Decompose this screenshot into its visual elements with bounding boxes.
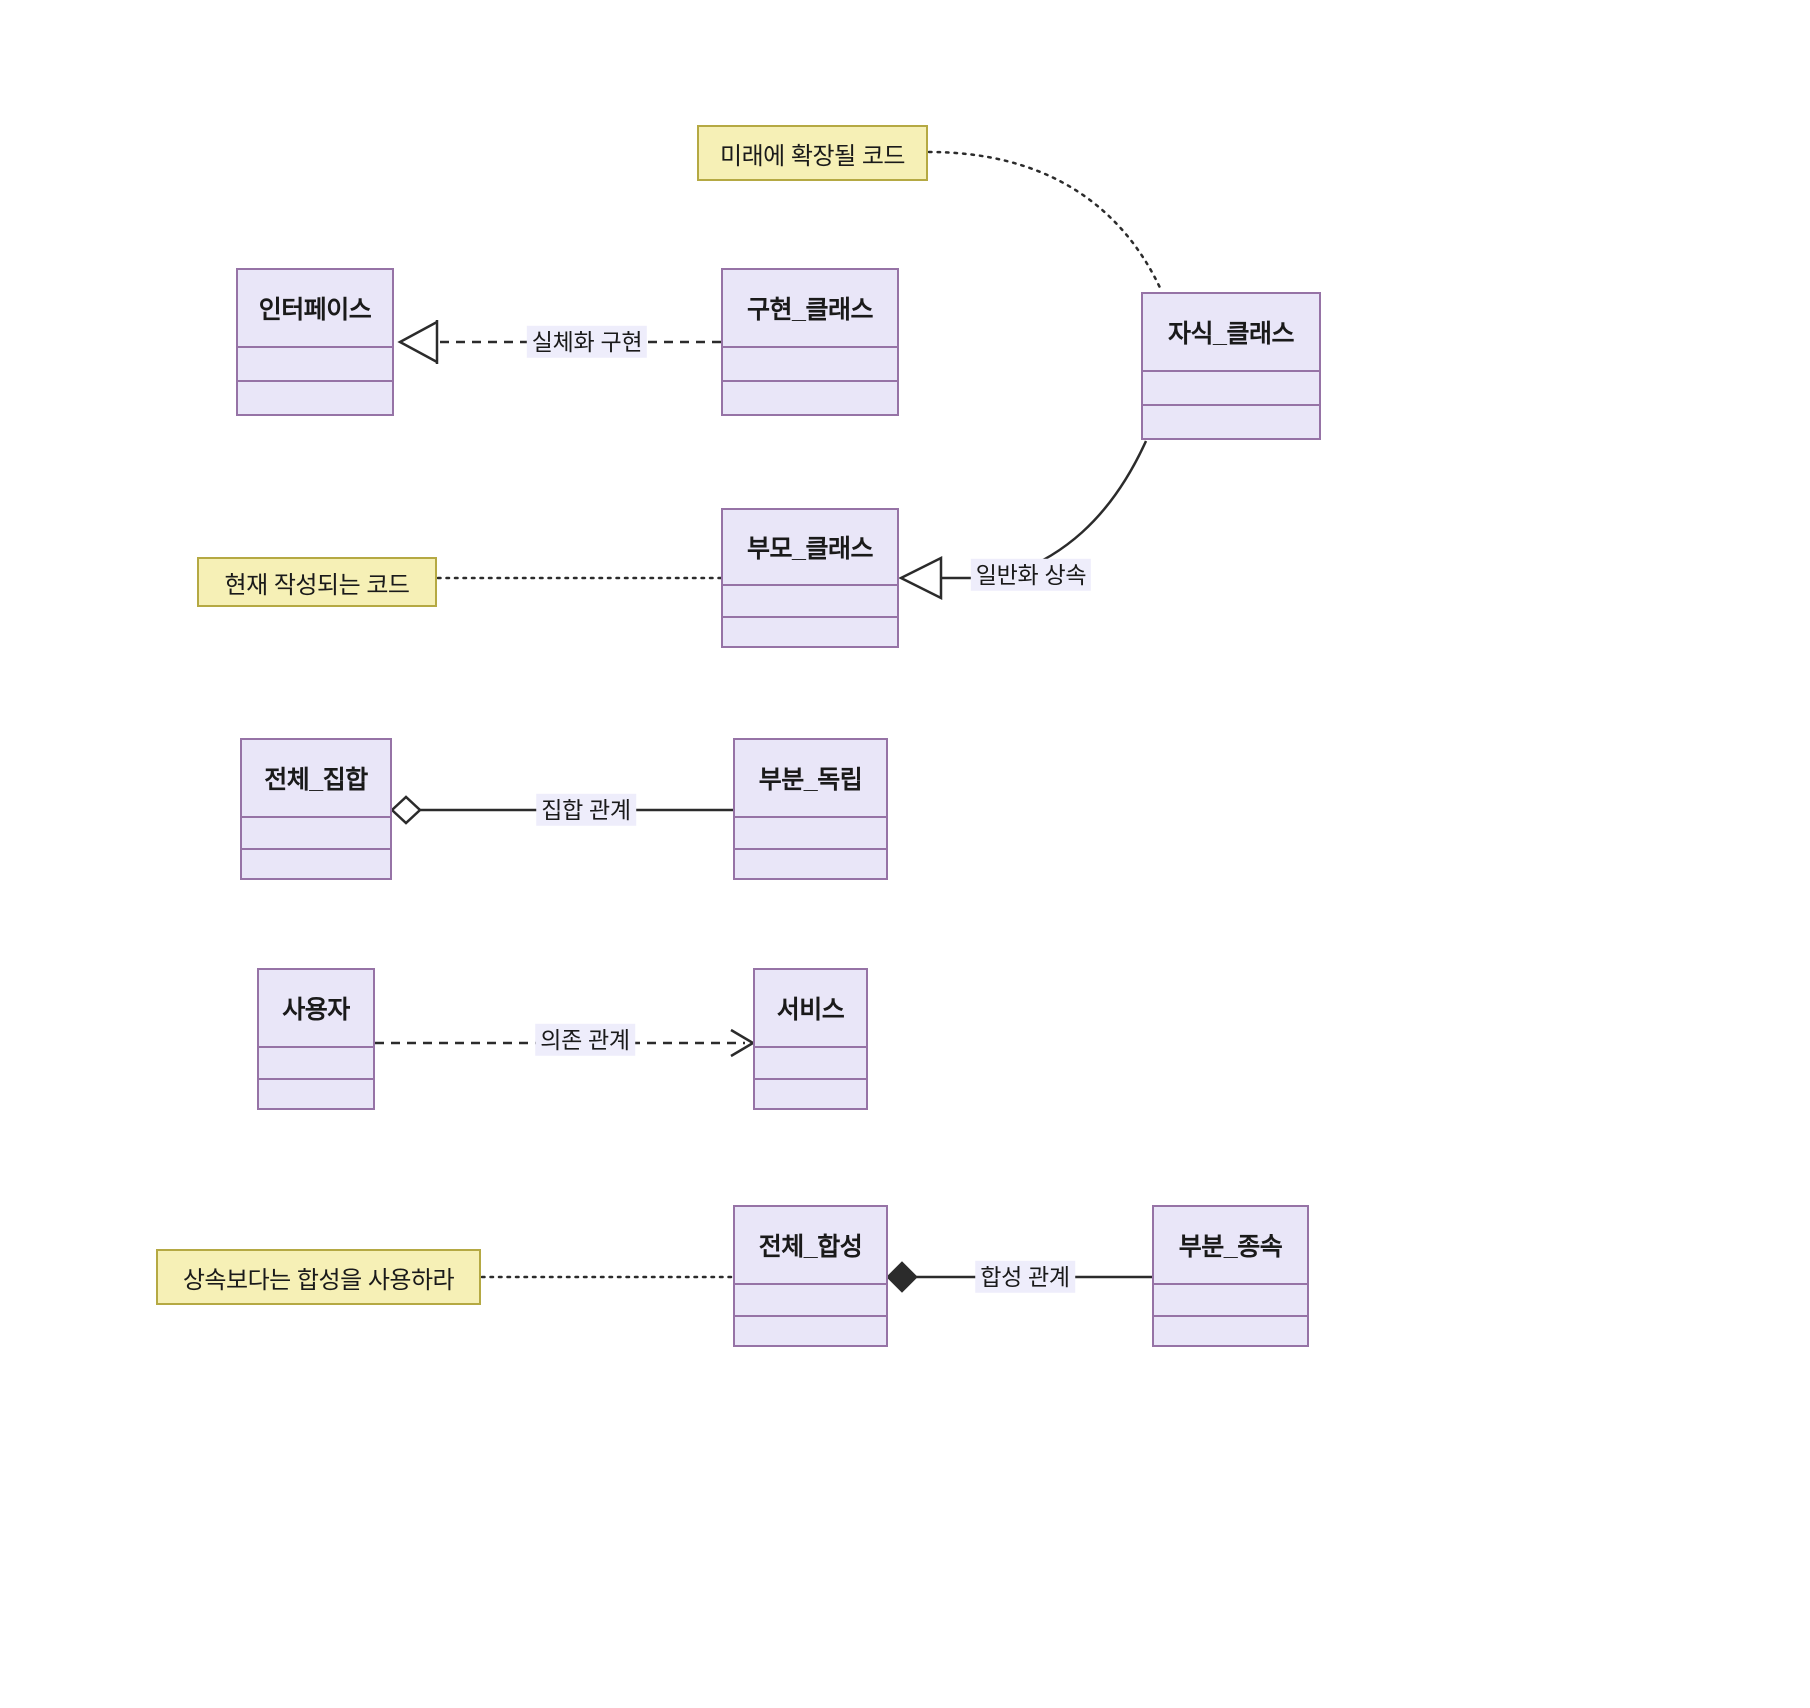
- class-methods-compartment: [238, 382, 392, 414]
- class-box-part-dependent[interactable]: 부분_종속: [1152, 1205, 1309, 1347]
- class-methods-compartment: [1154, 1317, 1307, 1345]
- class-box-child-class[interactable]: 자식_클래스: [1141, 292, 1321, 440]
- class-methods-compartment: [1143, 406, 1319, 438]
- class-attributes-compartment: [755, 1048, 866, 1080]
- edge-label-aggregation: 집합 관계: [536, 793, 636, 827]
- note-future-code[interactable]: 미래에 확장될 코드: [697, 125, 928, 181]
- class-attributes-compartment: [723, 348, 897, 382]
- edge-label-composition: 합성 관계: [975, 1260, 1075, 1294]
- edge-generalization-hollow-triangle: [898, 555, 943, 601]
- class-attributes-compartment: [242, 818, 390, 850]
- class-name-interface: 인터페이스: [238, 270, 392, 348]
- class-box-interface[interactable]: 인터페이스: [236, 268, 394, 416]
- edge-dependency-open-arrow: [730, 1028, 756, 1058]
- note-current-code[interactable]: 현재 작성되는 코드: [197, 557, 437, 607]
- class-attributes-compartment: [238, 348, 392, 382]
- class-name-service: 서비스: [755, 970, 866, 1048]
- edge-note-future-link: [927, 150, 1164, 294]
- class-box-impl-class[interactable]: 구현_클래스: [721, 268, 899, 416]
- class-name-impl-class: 구현_클래스: [723, 270, 897, 348]
- edge-label-generalization: 일반화 상속: [970, 558, 1092, 592]
- class-name-part-independent: 부분_독립: [735, 740, 886, 818]
- note-composition-advice[interactable]: 상속보다는 합성을 사용하라: [156, 1249, 481, 1305]
- class-name-whole-composite: 전체_합성: [735, 1207, 886, 1285]
- class-name-part-dependent: 부분_종속: [1154, 1207, 1307, 1285]
- class-attributes-compartment: [735, 818, 886, 850]
- class-methods-compartment: [723, 618, 897, 646]
- class-methods-compartment: [259, 1080, 373, 1108]
- edge-composition-filled-diamond: [886, 1261, 918, 1293]
- edge-label-realization: 실체화 구현: [526, 325, 648, 359]
- class-box-parent-class[interactable]: 부모_클래스: [721, 508, 899, 648]
- class-attributes-compartment: [723, 586, 897, 618]
- class-box-user[interactable]: 사용자: [257, 968, 375, 1110]
- class-methods-compartment: [242, 850, 390, 878]
- class-name-child-class: 자식_클래스: [1143, 294, 1319, 372]
- edge-label-dependency: 의존 관계: [535, 1023, 635, 1057]
- class-box-service[interactable]: 서비스: [753, 968, 868, 1110]
- class-box-part-independent[interactable]: 부분_독립: [733, 738, 888, 880]
- class-methods-compartment: [723, 382, 897, 414]
- class-name-user: 사용자: [259, 970, 373, 1048]
- class-attributes-compartment: [259, 1048, 373, 1080]
- class-box-whole-composite[interactable]: 전체_합성: [733, 1205, 888, 1347]
- class-methods-compartment: [755, 1080, 866, 1108]
- class-methods-compartment: [735, 1317, 886, 1345]
- class-attributes-compartment: [735, 1285, 886, 1317]
- edge-aggregation-hollow-diamond: [390, 795, 422, 825]
- class-attributes-compartment: [1154, 1285, 1307, 1317]
- edge-realization-hollow-triangle: [397, 320, 438, 364]
- class-name-parent-class: 부모_클래스: [723, 510, 897, 586]
- edge-generalization-line: [999, 440, 1148, 580]
- class-attributes-compartment: [1143, 372, 1319, 406]
- class-box-whole-aggregate[interactable]: 전체_집합: [240, 738, 392, 880]
- class-methods-compartment: [735, 850, 886, 878]
- class-name-whole-aggregate: 전체_집합: [242, 740, 390, 818]
